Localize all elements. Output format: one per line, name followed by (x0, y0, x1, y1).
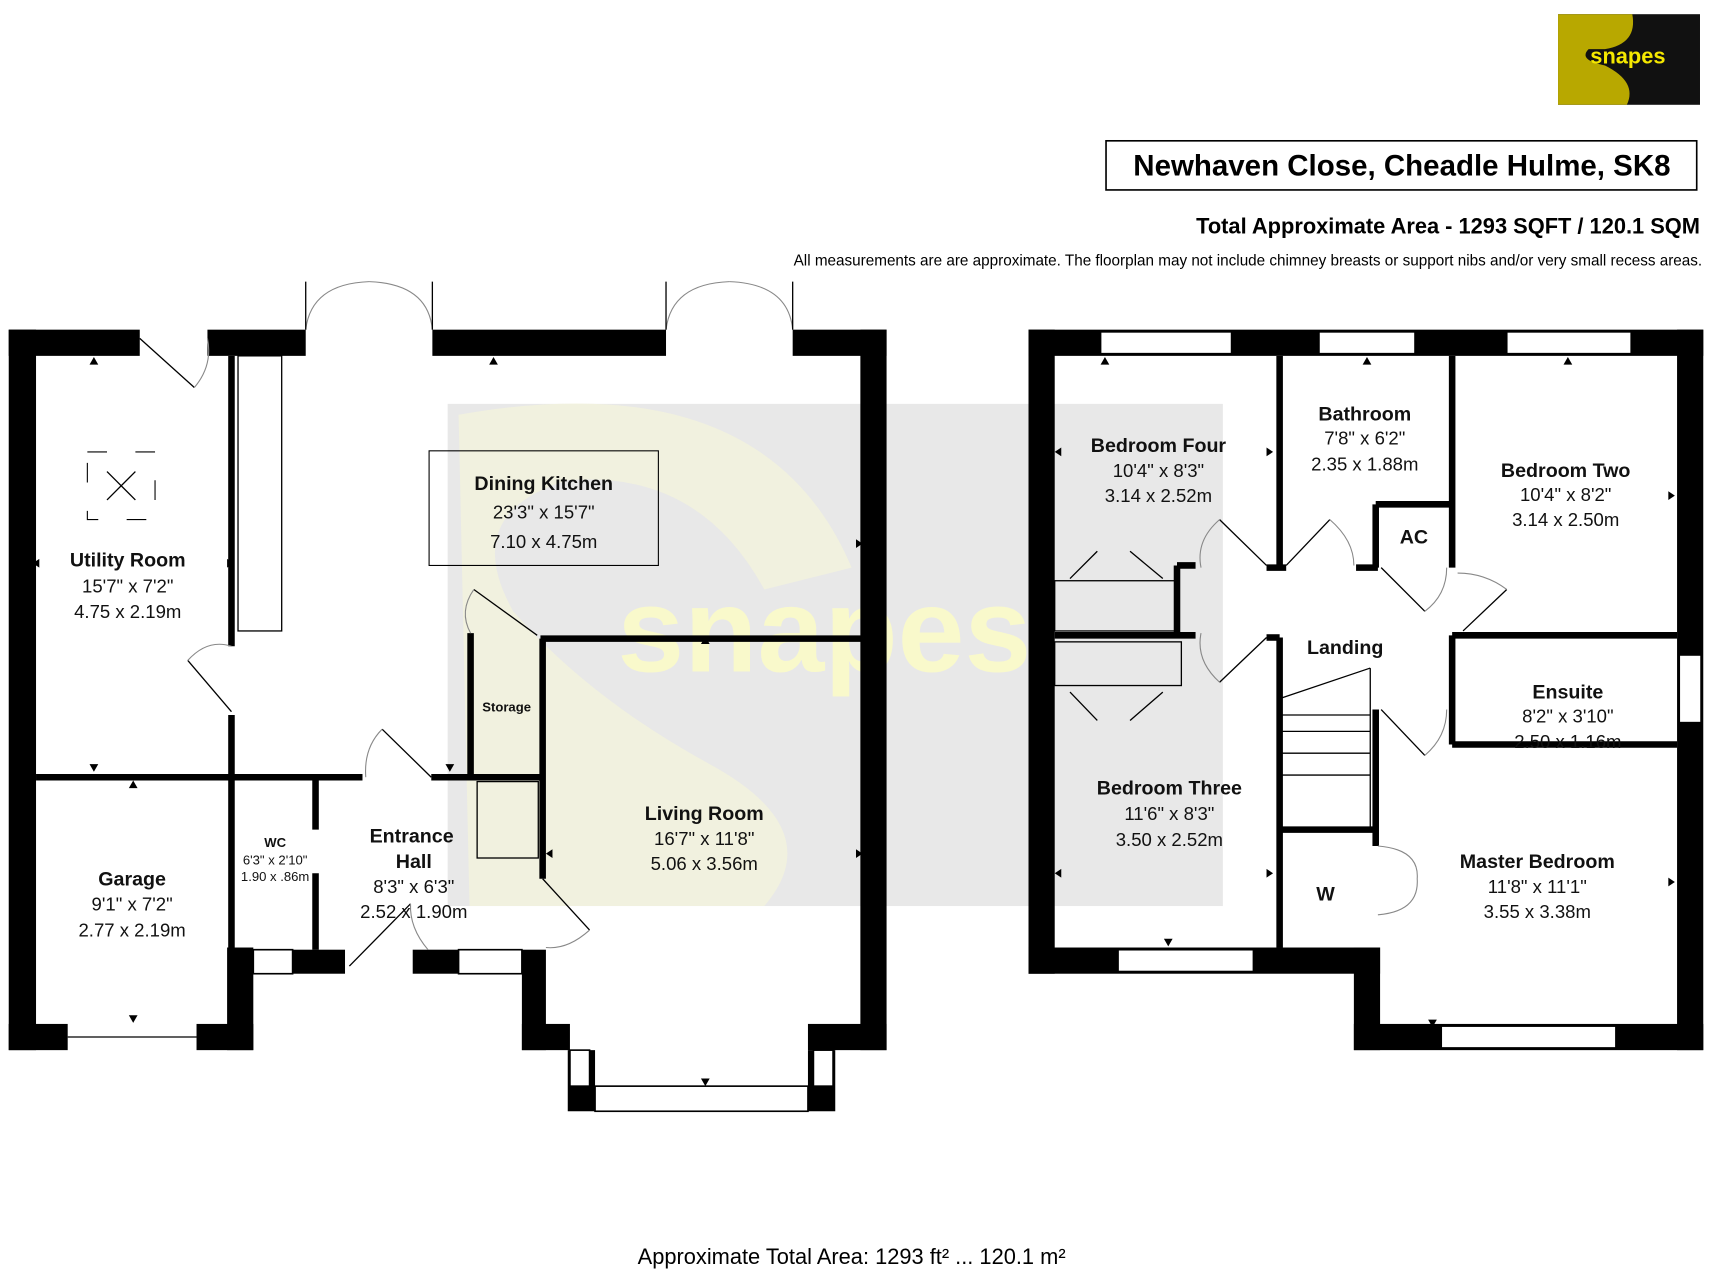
svg-text:7'8" x 6'2": 7'8" x 6'2" (1324, 427, 1405, 448)
svg-text:snapes: snapes (1590, 43, 1665, 68)
snapes-logo: snapes (1558, 14, 1700, 105)
svg-text:9'1" x 7'2": 9'1" x 7'2" (92, 893, 173, 914)
svg-text:11'6" x 8'3": 11'6" x 8'3" (1124, 803, 1214, 824)
svg-text:4.75 x 2.19m: 4.75 x 2.19m (74, 601, 181, 622)
svg-text:3.50 x 2.52m: 3.50 x 2.52m (1116, 829, 1223, 850)
svg-text:Bedroom Four: Bedroom Four (1091, 435, 1227, 457)
svg-text:5.06 x 3.56m: 5.06 x 3.56m (651, 853, 758, 874)
room-bedroom-four: Bedroom Four 10'4" x 8'3" 3.14 x 2.52m (1091, 435, 1227, 506)
svg-text:10'4" x 8'2": 10'4" x 8'2" (1520, 484, 1611, 505)
room-wc: WC 6'3" x 2'10" 1.90 x .86m (241, 835, 310, 884)
svg-text:Ensuite: Ensuite (1532, 682, 1603, 704)
svg-text:2.35 x 1.88m: 2.35 x 1.88m (1311, 453, 1418, 474)
svg-text:Bedroom Two: Bedroom Two (1501, 460, 1630, 482)
room-living: Living Room 16'7" x 11'8" 5.06 x 3.56m (645, 803, 764, 874)
room-bathroom: Bathroom 7'8" x 6'2" 2.35 x 1.88m (1311, 403, 1418, 474)
footer-area: Approximate Total Area: 1293 ft² ... 120… (638, 1244, 1066, 1269)
room-master-bedroom: Master Bedroom 11'8" x 11'1" 3.55 x 3.38… (1460, 851, 1615, 922)
svg-text:8'3" x 6'3": 8'3" x 6'3" (373, 876, 454, 897)
svg-text:2.50 x 1.16m: 2.50 x 1.16m (1514, 731, 1621, 752)
svg-text:7.10 x 4.75m: 7.10 x 4.75m (490, 531, 597, 552)
ground-floor-walls (8, 281, 887, 1113)
address-title: Newhaven Close, Cheadle Hulme, SK8 (1133, 150, 1670, 183)
svg-text:3.55 x 3.38m: 3.55 x 3.38m (1484, 901, 1591, 922)
room-utility: Utility Room 15'7" x 7'2" 4.75 x 2.19m (70, 550, 186, 622)
svg-text:15'7" x 7'2": 15'7" x 7'2" (82, 576, 173, 597)
svg-text:6'3" x 2'10": 6'3" x 2'10" (243, 853, 308, 868)
svg-text:Bedroom Three: Bedroom Three (1097, 778, 1242, 800)
svg-text:8'2" x 3'10": 8'2" x 3'10" (1522, 706, 1613, 727)
svg-text:3.14 x 2.50m: 3.14 x 2.50m (1512, 509, 1619, 530)
svg-text:16'7" x 11'8": 16'7" x 11'8" (654, 828, 754, 849)
svg-text:Dining Kitchen: Dining Kitchen (474, 473, 613, 495)
first-floor-walls (1028, 329, 1704, 1051)
svg-text:10'4" x 8'3": 10'4" x 8'3" (1113, 460, 1204, 481)
room-wardrobe: W (1316, 884, 1335, 906)
svg-text:Living Room: Living Room (645, 803, 764, 825)
svg-text:2.77 x 2.19m: 2.77 x 2.19m (78, 920, 185, 941)
room-landing: Landing (1307, 637, 1383, 659)
room-ac: AC (1400, 527, 1428, 549)
room-bedroom-three: Bedroom Three 11'6" x 8'3" 3.50 x 2.52m (1097, 778, 1242, 850)
room-storage: Storage (482, 700, 531, 715)
svg-text:WC: WC (264, 835, 286, 850)
svg-text:2.52 x 1.90m: 2.52 x 1.90m (360, 901, 467, 922)
room-ensuite: Ensuite 8'2" x 3'10" 2.50 x 1.16m (1514, 682, 1621, 752)
svg-text:23'3" x 15'7": 23'3" x 15'7" (493, 502, 595, 523)
watermark-text: snapes (617, 563, 1031, 697)
svg-text:Bathroom: Bathroom (1318, 403, 1411, 425)
svg-text:1.90 x .86m: 1.90 x .86m (241, 869, 310, 884)
watermark: snapes (447, 403, 1223, 907)
room-garage: Garage 9'1" x 7'2" 2.77 x 2.19m (78, 868, 185, 940)
svg-text:3.14 x 2.52m: 3.14 x 2.52m (1105, 485, 1212, 506)
room-dining-kitchen: Dining Kitchen 23'3" x 15'7" 7.10 x 4.75… (474, 473, 613, 552)
svg-text:Hall: Hall (396, 851, 432, 873)
total-area: Total Approximate Area - 1293 SQFT / 120… (1196, 214, 1700, 239)
svg-text:Utility Room: Utility Room (70, 550, 186, 572)
disclaimer: All measurements are are approximate. Th… (794, 252, 1703, 269)
address-box (1105, 139, 1698, 191)
svg-text:Master Bedroom: Master Bedroom (1460, 851, 1615, 873)
room-bedroom-two: Bedroom Two 10'4" x 8'2" 3.14 x 2.50m (1501, 460, 1630, 530)
svg-text:Entrance: Entrance (370, 826, 454, 848)
svg-text:Garage: Garage (98, 868, 166, 890)
room-entrance-hall: Entrance Hall 8'3" x 6'3" 2.52 x 1.90m (360, 826, 467, 922)
svg-text:11'8" x 11'1": 11'8" x 11'1" (1488, 876, 1587, 897)
